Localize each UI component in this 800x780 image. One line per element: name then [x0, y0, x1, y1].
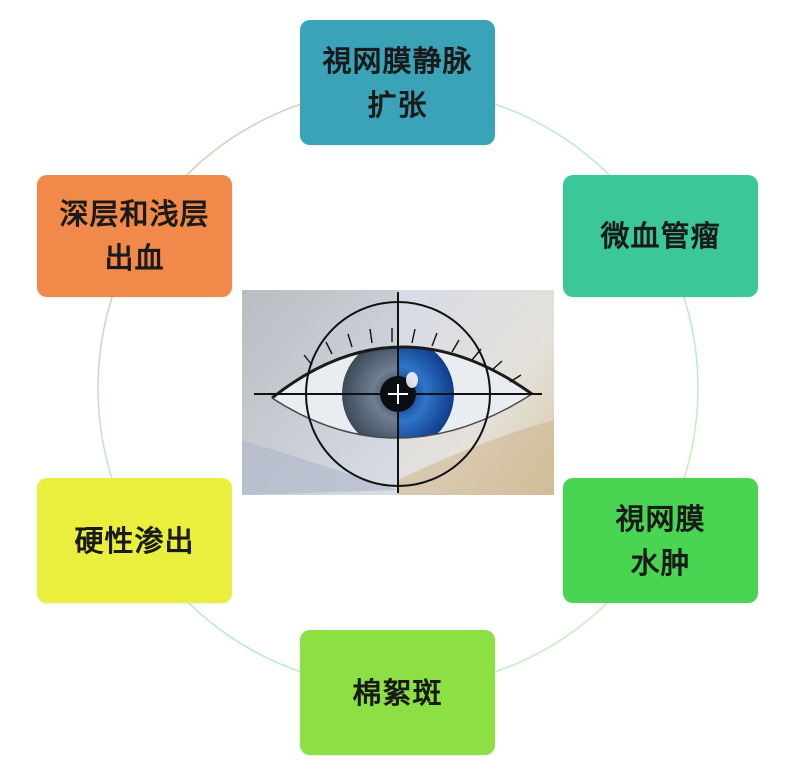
eye-photo	[242, 290, 554, 495]
node-retinal-vein-dilation: 視网膜静脉 扩张	[300, 20, 495, 145]
node-deep-superficial-hemorrhage: 深层和浅层 出血	[37, 175, 232, 297]
node-retinal-edema: 視网膜 水肿	[563, 478, 758, 603]
node-label-line: 出血	[104, 241, 165, 275]
node-label-line: 硬性渗出	[74, 523, 195, 558]
node-label-line: 微血管瘤	[600, 219, 721, 253]
node-label-line: 棉絮斑	[352, 675, 443, 710]
node-label-line: 視网膜	[615, 501, 706, 536]
node-label-line: 視网膜静脉	[322, 43, 473, 78]
eye-crosshair-icon	[242, 290, 554, 495]
node-label-line: 扩张	[367, 87, 428, 122]
node-hard-exudates: 硬性渗出	[37, 478, 232, 603]
node-label-line: 深层和浅层	[59, 197, 210, 231]
node-label-line: 水肿	[630, 545, 691, 580]
node-cotton-wool-spots: 棉絮斑	[300, 630, 495, 755]
node-microaneurysm: 微血管瘤	[563, 175, 758, 297]
